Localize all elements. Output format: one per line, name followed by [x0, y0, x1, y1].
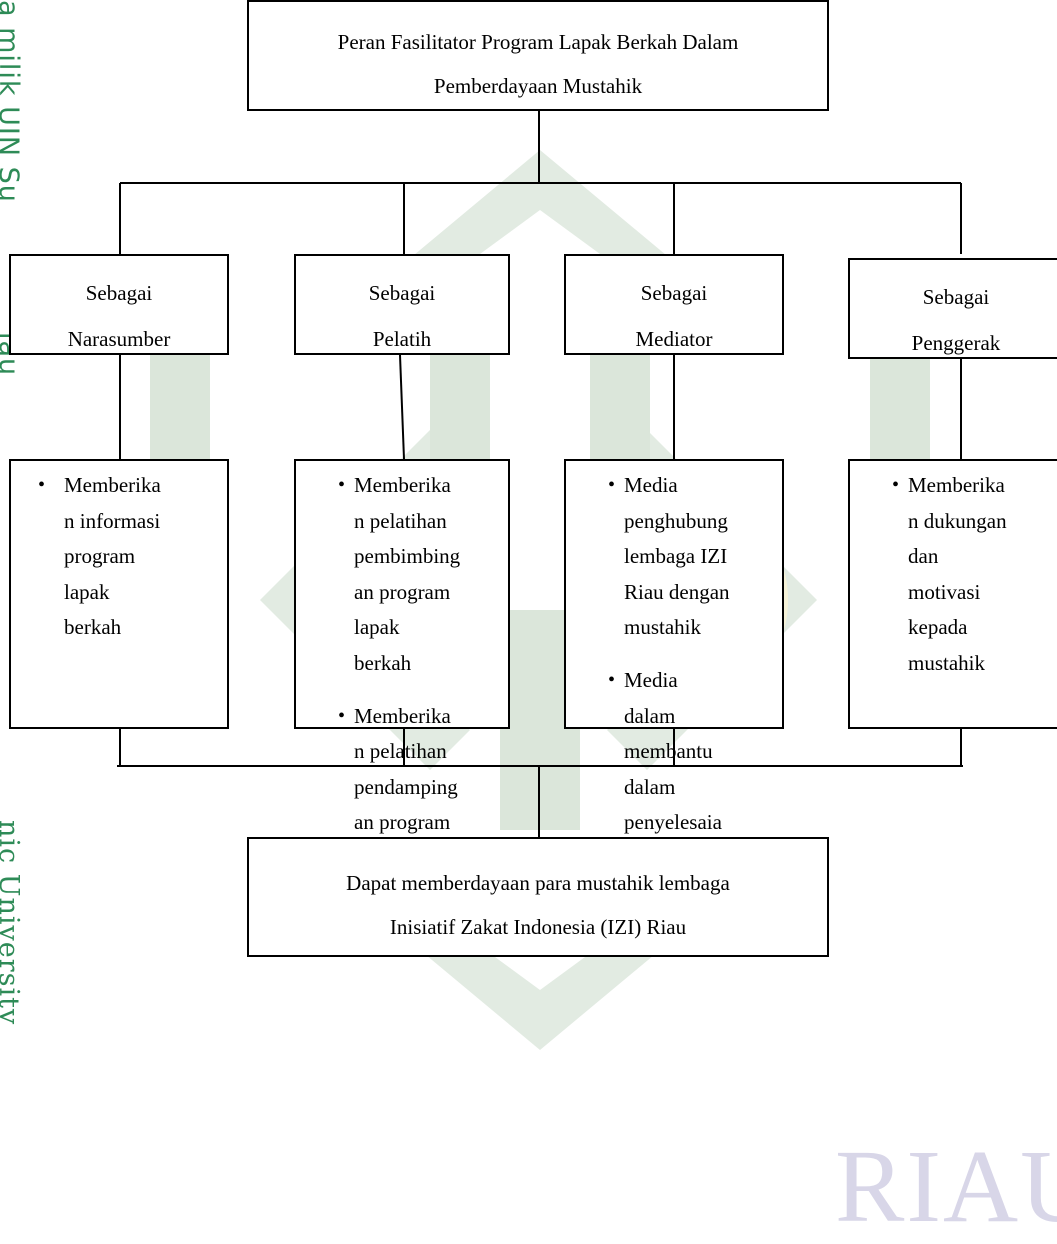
detail-item-line: motivasi [908, 579, 981, 604]
detail-item-line: lapak [354, 615, 400, 640]
outcome-line-1: Dapat memberdayaan para mustahik lembaga [346, 871, 730, 895]
detail-item-line: Riau dengan [624, 579, 730, 604]
detail-bullet-icon: • [38, 474, 46, 496]
detail-item-line: n informasi [64, 508, 161, 533]
detail-item-line: n dukungan [908, 508, 1007, 533]
outcome-box: Dapat memberdayaan para mustahik lembaga… [247, 837, 829, 957]
detail-box-narasumber [9, 459, 229, 729]
role-label-line: Sebagai [640, 281, 708, 305]
detail-item-line: program [64, 544, 136, 569]
detail-item-line: n pelatihan [354, 739, 447, 764]
title-box: Peran Fasilitator Program Lapak Berkah D… [247, 0, 829, 111]
detail-item-line: n pelatihan [354, 508, 447, 533]
detail-item-line: dalam [624, 703, 676, 728]
detail-item-line: berkah [354, 651, 412, 675]
outcome-line-2: Inisiatif Zakat Indonesia (IZI) Riau [389, 915, 687, 939]
detail-item-line: dalam [624, 774, 676, 799]
role-label-line: Penggerak [911, 331, 1001, 355]
detail-item-line: lapak [64, 579, 110, 604]
detail-box-mediator [564, 459, 784, 729]
detail-item-line: pendamping [354, 774, 458, 799]
detail-item-line: Memberika [354, 473, 451, 497]
detail-bullet-icon: • [608, 669, 616, 691]
role-box-penggerak: Sebagai Penggerak [848, 258, 1057, 359]
role-label-line: Narasumber [67, 327, 171, 351]
role-label-line: Sebagai [922, 285, 990, 309]
detail-item-line: membantu [624, 739, 713, 764]
detail-item-line: Media [624, 668, 678, 692]
detail-item-line: Memberika [354, 703, 451, 728]
role-label-line: Mediator [635, 327, 713, 351]
role-label-line: Sebagai [85, 281, 153, 305]
detail-item-line: penyelesaia [624, 810, 722, 835]
connector-role2-detail [399, 354, 405, 460]
detail-box-penggerak [848, 459, 1057, 729]
detail-bullet-icon: • [608, 474, 616, 496]
detail-item-line: penghubung [624, 508, 728, 533]
detail-bullet-icon: • [338, 704, 346, 727]
role-box-pelatih: Sebagai Pelatih [294, 254, 510, 355]
role-label-line: Sebagai [368, 281, 436, 305]
detail-item-line: kepada [908, 615, 968, 640]
detail-item-line: mustahik [908, 651, 985, 675]
title-line-1: Peran Fasilitator Program Lapak Berkah D… [337, 30, 739, 54]
detail-item-line: Memberika [908, 473, 1005, 497]
title-line-2: Pemberdayaan Mustahik [433, 74, 643, 98]
detail-item-line: an program [354, 579, 451, 604]
role-label-line: Pelatih [372, 327, 432, 351]
watermark-side-text-bottom: nic University [0, 820, 24, 1026]
detail-item-line: an program [354, 810, 451, 835]
detail-item-line: Memberika [64, 473, 161, 497]
detail-bullet-icon: • [892, 474, 900, 496]
detail-bullet-icon: • [338, 474, 346, 496]
detail-item-line: Media [624, 473, 678, 497]
detail-item-line: berkah [64, 615, 122, 640]
detail-item-line: mustahik [624, 615, 701, 640]
detail-box-pelatih [294, 459, 510, 729]
role-box-mediator: Sebagai Mediator [564, 254, 784, 355]
connector-lines [117, 111, 963, 837]
detail-item-line: pembimbing [354, 544, 461, 569]
watermark-side-text-top: a milik UIN Su [0, 0, 24, 203]
detail-item-line: dan [908, 544, 939, 569]
role-box-narasumber: Sebagai Narasumber [9, 254, 229, 355]
detail-item-line: lembaga IZI [624, 544, 728, 569]
